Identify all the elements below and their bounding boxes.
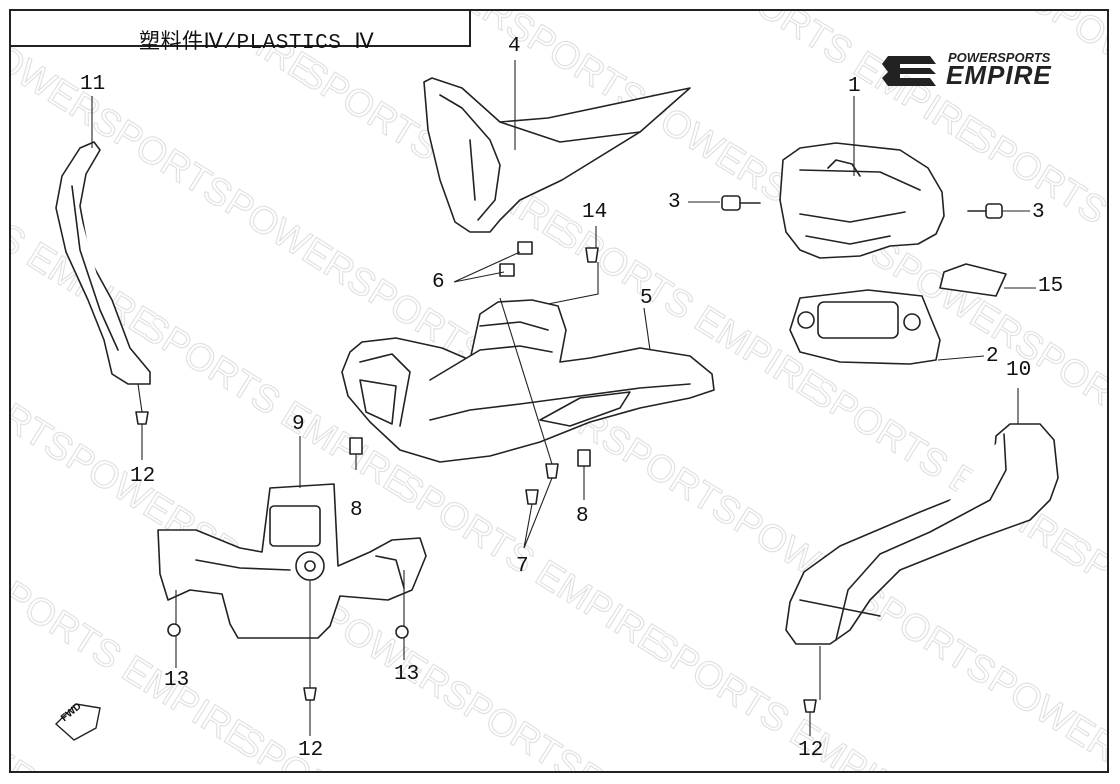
callout-8-right: 8 [576,505,589,528]
callout-2: 2 [986,345,999,368]
brand-main-text: EMPIRE [946,60,1052,90]
forward-direction-icon [54,703,101,741]
part-1-headlight-cowl [779,142,945,259]
page-title: 塑料件Ⅳ/PLASTICS Ⅳ [139,32,375,55]
callout-5: 5 [640,287,653,310]
empire-e-logo-icon [882,56,936,86]
part-9-lower-bracket [157,483,427,639]
callout-7: 7 [516,555,529,578]
part-4-front-cover [423,77,691,233]
callout-11: 11 [80,73,106,96]
fastener-3-right [967,203,1003,219]
part-15-pad [939,263,1007,297]
callout-12-left: 12 [130,465,156,488]
callout-12-center: 12 [298,739,324,762]
part-11-left-trim [55,141,151,385]
screw-7-left [525,489,539,505]
clip-6-lower [499,263,515,277]
callout-15: 15 [1038,275,1064,298]
screw-12-center [303,687,317,701]
callout-3-left: 3 [668,191,681,214]
part-5-handlebar-cover [341,299,715,463]
nut-14 [585,247,599,263]
callout-14: 14 [582,201,608,224]
clip-6-upper [517,241,533,255]
callout-12-right: 12 [798,739,824,762]
drawing-frame [9,9,1109,773]
callout-1: 1 [848,75,861,98]
screw-12-left [135,411,149,425]
leader-lines [91,60,1036,736]
brand-top-text: POWERSPORTS [948,50,1051,65]
part-10-right-trim [785,423,1059,645]
part-2-headlight-bracket [789,289,941,365]
title-box: 塑料件Ⅳ/PLASTICS Ⅳ [9,9,471,55]
screw-12-right [803,699,817,713]
nut-13-left [167,623,181,637]
nut-13-right [395,625,409,639]
callout-6: 6 [432,271,445,294]
callout-9: 9 [292,413,305,436]
callout-8-left: 8 [350,499,363,522]
callout-4: 4 [508,35,521,58]
callout-10: 10 [1006,359,1032,382]
callout-13-left: 13 [164,669,190,692]
screw-7-right [545,463,559,479]
callout-13-right: 13 [394,663,420,686]
fastener-3-left [721,195,761,211]
callout-3-right: 3 [1032,201,1045,224]
